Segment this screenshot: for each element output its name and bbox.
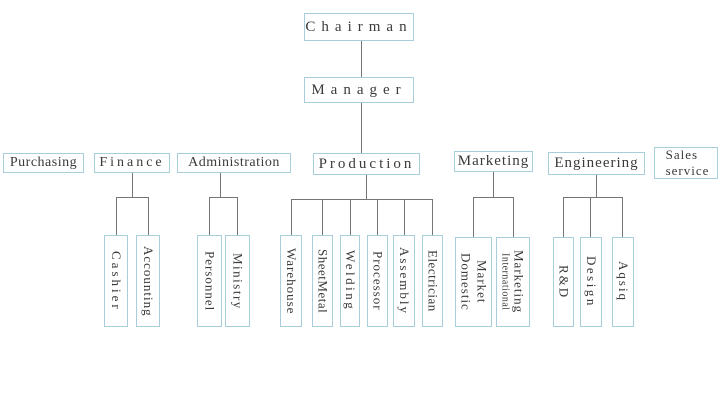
connector-engineering-drop (596, 175, 597, 197)
connector-administration-bar (209, 197, 238, 198)
node-assembly-label: Assembly (397, 247, 412, 315)
node-purchasing-label: Purchasing (9, 155, 78, 170)
node-marketing-international: Marketing International (496, 237, 530, 327)
node-ministry-label: Ministry (230, 252, 246, 310)
connector-design-stub (590, 197, 591, 237)
node-administration-label: Administration (188, 155, 280, 170)
node-manager-label: Manager (311, 81, 407, 98)
node-sales-service: Sales service (654, 147, 718, 179)
node-aqsiq-label: Aqsiq (616, 261, 631, 303)
node-purchasing: Purchasing (3, 153, 84, 173)
node-manager: Manager (304, 77, 414, 103)
node-rd: R&D (553, 237, 574, 327)
node-aqsiq: Aqsiq (612, 237, 634, 327)
sales-service-line1: Sales (665, 147, 699, 163)
node-production: Production (313, 153, 420, 175)
node-cashier: Cashier (104, 235, 128, 327)
node-personnel: Personnel (197, 235, 222, 327)
connector-accounting-stub (148, 197, 149, 235)
market-domestic-line1: Market (474, 260, 490, 304)
node-ministry: Ministry (225, 235, 250, 327)
connector-production-drop (366, 175, 367, 199)
connector-aqsiq-stub (622, 197, 623, 237)
connector-marketing-drop (493, 172, 494, 197)
connector-cashier-stub (116, 197, 117, 235)
node-accounting-label: Accounting (141, 245, 156, 317)
connector-production-bar (291, 199, 433, 200)
connector-ministry-stub (237, 197, 238, 235)
node-administration: Administration (177, 153, 291, 173)
node-warehouse: Warehouse (280, 235, 302, 327)
marketing-international-line1: Marketing (511, 250, 527, 314)
node-design-label: Design (584, 256, 599, 308)
node-warehouse-label: Warehouse (284, 247, 299, 315)
connector-electrician-stub (432, 199, 433, 235)
node-marketing: Marketing (454, 151, 533, 172)
market-domestic-line2: Domestic (458, 253, 474, 311)
node-welding: Welding (340, 235, 360, 327)
node-processor-label: Processor (370, 251, 386, 311)
connector-engineering-bar (563, 197, 623, 198)
node-finance: Finance (94, 153, 170, 173)
node-design: Design (580, 237, 602, 327)
connector-marketing-bar (473, 197, 514, 198)
connector-manager-production (361, 103, 362, 153)
node-assembly: Assembly (393, 235, 415, 327)
node-personnel-label: Personnel (202, 250, 218, 312)
node-market-domestic: Market Domestic (455, 237, 492, 327)
marketing-international-line2: International (499, 253, 511, 311)
node-marketing-label: Marketing (457, 153, 530, 169)
node-sales-service-label: Sales service (663, 147, 710, 178)
node-welding-label: Welding (343, 250, 358, 312)
node-sheetmetal: SheetMetal (312, 235, 333, 327)
connector-chairman-manager (361, 41, 362, 77)
node-finance-label: Finance (99, 155, 165, 170)
connector-finance-drop (132, 173, 133, 197)
connector-processor-stub (377, 199, 378, 235)
connector-sheetmetal-stub (322, 199, 323, 235)
node-processor: Processor (367, 235, 388, 327)
node-electrician: Electrician (422, 235, 443, 327)
node-rd-label: R&D (556, 264, 572, 300)
connector-marketing-international-stub (513, 197, 514, 237)
node-production-label: Production (318, 155, 415, 172)
node-electrician-label: Electrician (425, 250, 441, 312)
connector-warehouse-stub (291, 199, 292, 235)
node-accounting: Accounting (136, 235, 160, 327)
connector-finance-bar (116, 197, 149, 198)
node-sheetmetal-label: SheetMetal (315, 248, 331, 314)
node-chairman: Chairman (304, 13, 414, 41)
connector-welding-stub (350, 199, 351, 235)
connector-administration-drop (220, 173, 221, 197)
connector-market-domestic-stub (473, 197, 474, 237)
connector-personnel-stub (209, 197, 210, 235)
node-engineering-label: Engineering (554, 155, 639, 171)
node-engineering: Engineering (548, 152, 645, 175)
connector-assembly-stub (404, 199, 405, 235)
connector-rd-stub (563, 197, 564, 237)
node-cashier-label: Cashier (109, 250, 124, 312)
node-chairman-label: Chairman (305, 18, 413, 35)
sales-service-line2: service (665, 163, 710, 178)
